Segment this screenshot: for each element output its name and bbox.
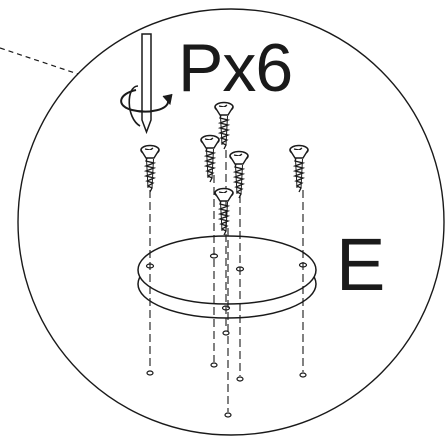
- detail-circle: [17, 8, 445, 436]
- alignment-end-rings: [146, 330, 307, 418]
- round-plate-icon: [137, 235, 317, 319]
- screwdriver-icon: [141, 33, 152, 135]
- wood-screw-icon: [140, 101, 309, 236]
- assembly-part-letter: E: [336, 223, 386, 306]
- leader-line: [0, 47, 79, 75]
- alignment-lines: [149, 150, 304, 412]
- part-code-label: Px6: [178, 30, 293, 106]
- rotation-arrow-icon: [120, 85, 173, 127]
